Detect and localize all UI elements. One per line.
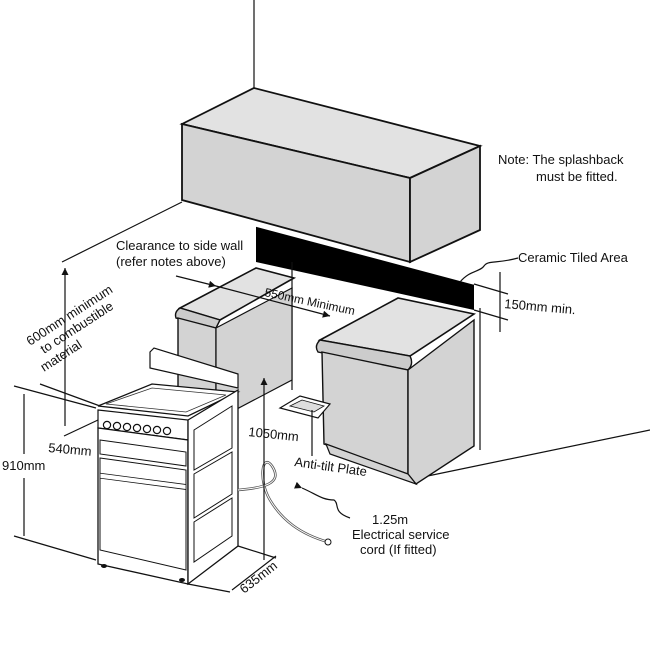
cord-leader: [293, 481, 351, 519]
right-bench-cabinet: [315, 297, 477, 486]
label-635mm: 635mm: [237, 558, 280, 597]
label-910mm: 910mm: [2, 458, 45, 473]
anti-tilt-plate: [278, 395, 332, 419]
dimension-150mm: [473, 272, 509, 332]
label-150mm: 150mm min.: [504, 296, 577, 317]
wall-floor-line: [61, 201, 183, 263]
control-knobs: [102, 420, 172, 436]
overhead-cabinet: [179, 87, 483, 264]
label-cord-1: Electrical service: [352, 527, 450, 542]
electrical-cord: [237, 461, 332, 546]
clearance-leader: [175, 275, 217, 288]
ceramic-leader: [459, 257, 519, 283]
splashback: [255, 225, 475, 310]
dimension-635mm: [187, 545, 277, 593]
note-line-1: Note: The splashback: [498, 152, 624, 167]
label-cord-2: cord (If fitted): [360, 542, 437, 557]
dimension-550mm-line: [215, 285, 331, 318]
dimension-540mm-line: [63, 419, 99, 437]
label-clearance-1: Clearance to side wall: [116, 238, 243, 253]
label-1050mm: 1050mm: [248, 424, 300, 444]
label-ceramic: Ceramic Tiled Area: [518, 250, 629, 265]
dimension-910mm: [13, 385, 97, 561]
note-line-2: must be fitted.: [536, 169, 618, 184]
label-cord-length: 1.25m: [372, 512, 408, 527]
label-clearance-2: (refer notes above): [116, 254, 226, 269]
right-floor-line: [417, 429, 650, 479]
label-540mm: 540mm: [48, 440, 93, 459]
cooker: [97, 347, 241, 586]
